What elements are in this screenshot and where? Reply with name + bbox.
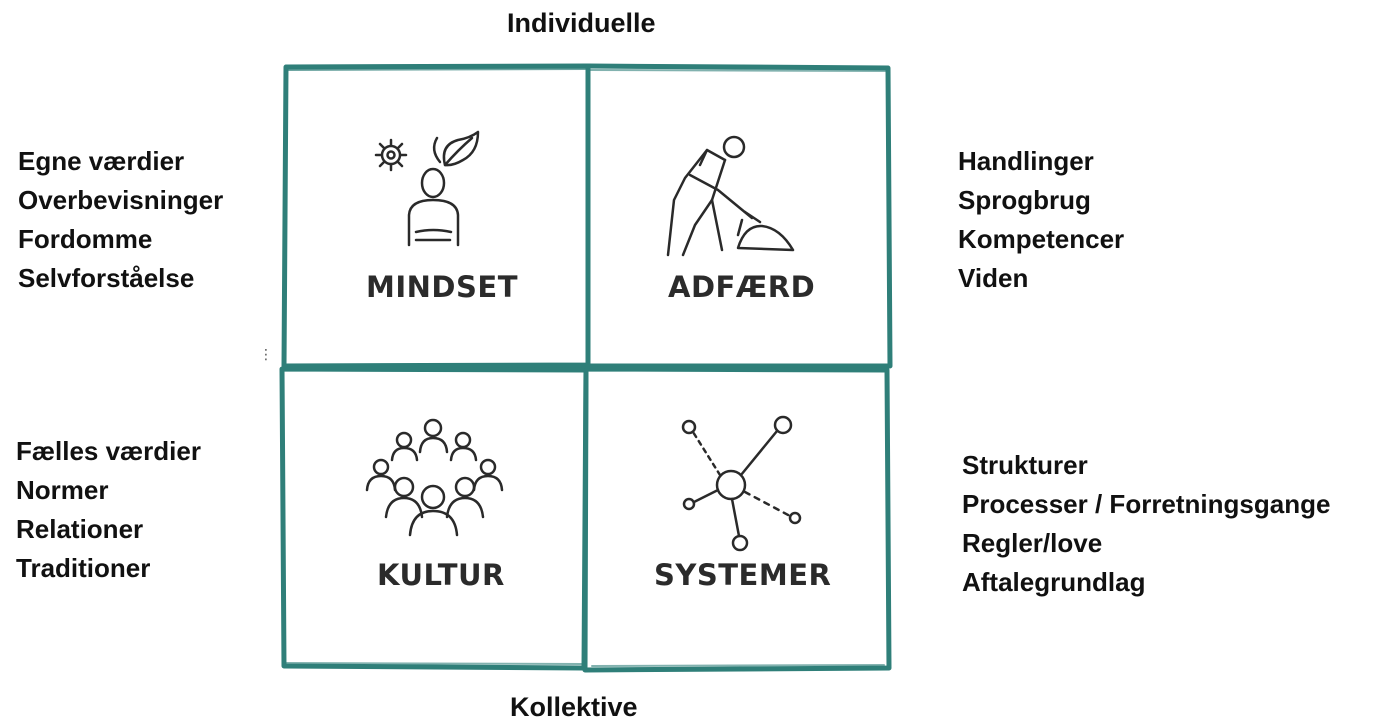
list-item: Normer — [16, 475, 109, 505]
list-top-right: Handlinger Sprogbrug Kompetencer Viden — [958, 142, 1124, 298]
group-of-people-icon — [365, 418, 504, 537]
quadrant-label-kultur: KULTUR — [377, 558, 505, 592]
quadrant-label-mindset: MINDSET — [366, 270, 518, 304]
list-item: Strukturer — [962, 450, 1088, 480]
quadrant-label-adfaerd: ADFÆRD — [668, 270, 816, 304]
list-item: Aftalegrundlag — [962, 567, 1146, 597]
list-bottom-left: Fælles værdier Normer Relationer Traditi… — [16, 432, 201, 588]
person-digging-icon — [666, 135, 795, 257]
list-item: Overbevisninger — [18, 185, 224, 215]
drag-handle-icon[interactable]: ⋮ — [259, 346, 273, 362]
list-item: Fælles værdier — [16, 436, 201, 466]
list-item: Egne værdier — [18, 146, 185, 176]
list-bottom-right: Strukturer Processer / Forretningsgange … — [962, 446, 1330, 602]
list-item: Regler/love — [962, 528, 1103, 558]
list-item: Kompetencer — [958, 224, 1125, 254]
list-top-left: Egne værdier Overbevisninger Fordomme Se… — [18, 142, 223, 298]
person-thinking-icon — [374, 130, 480, 247]
list-item: Selvforståelse — [18, 263, 195, 293]
list-item: Fordomme — [18, 224, 153, 254]
list-item: Sprogbrug — [958, 185, 1091, 215]
list-item: Processer / Forretningsgange — [962, 489, 1331, 519]
network-nodes-icon — [681, 415, 802, 552]
list-item: Relationer — [16, 514, 144, 544]
list-item: Handlinger — [958, 146, 1094, 176]
grid-frame — [279, 63, 893, 673]
axis-label-top: Individuelle — [507, 8, 656, 38]
list-item: Traditioner — [16, 553, 151, 583]
quadrant-label-systemer: SYSTEMER — [654, 558, 832, 592]
axis-label-bottom: Kollektive — [510, 692, 638, 722]
list-item: Viden — [958, 263, 1029, 293]
